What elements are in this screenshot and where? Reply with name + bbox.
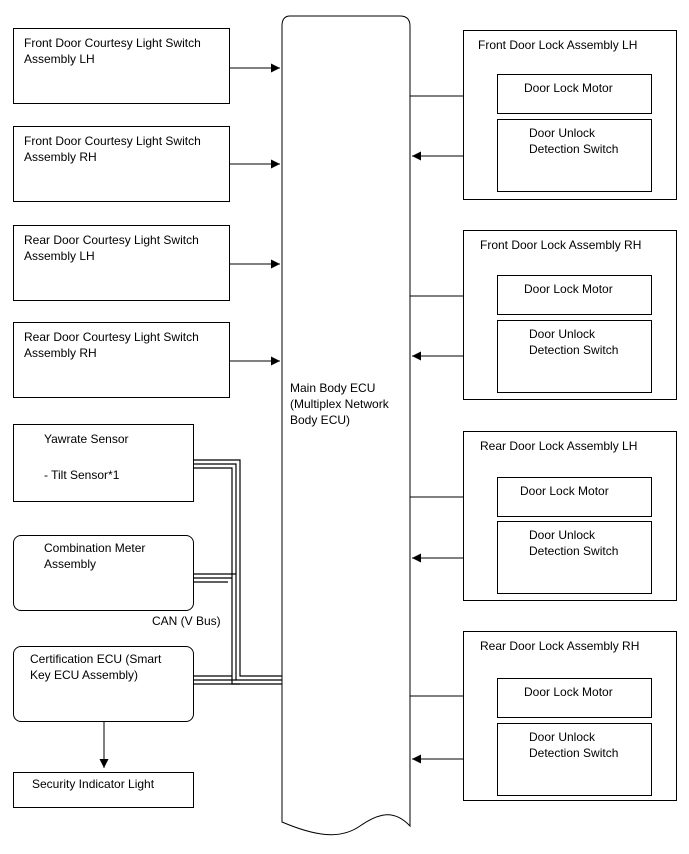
combination-meter-box: Combination Meter Assembly bbox=[13, 535, 194, 611]
rear-door-courtesy-switch-lh-box: Rear Door Courtesy Light Switch Assembly… bbox=[13, 225, 230, 301]
main-ecu-body bbox=[281, 15, 411, 836]
door-lock-motor-label: Door Lock Motor bbox=[520, 484, 609, 498]
door-lock-motor-label: Door Lock Motor bbox=[524, 282, 613, 296]
can-bus-label: CAN (V Bus) bbox=[152, 614, 221, 628]
front-door-courtesy-switch-lh-box: Front Door Courtesy Light Switch Assembl… bbox=[13, 28, 230, 104]
yawrate-sensor-box: Yawrate Sensor - Tilt Sensor*1 bbox=[13, 424, 194, 502]
can-bus bbox=[194, 459, 282, 685]
door-lock-motor-box: Door Lock Motor bbox=[497, 477, 652, 517]
door-unlock-switch-label: Door Unlock Detection Switch bbox=[529, 327, 619, 357]
front-door-courtesy-switch-rh-label: Front Door Courtesy Light Switch Assembl… bbox=[24, 134, 201, 164]
certification-ecu-box: Certification ECU (Smart Key ECU Assembl… bbox=[13, 646, 194, 722]
door-unlock-switch-box: Door Unlock Detection Switch bbox=[497, 320, 652, 393]
door-unlock-switch-box: Door Unlock Detection Switch bbox=[497, 119, 652, 192]
security-indicator-light-label: Security Indicator Light bbox=[32, 777, 155, 791]
certification-ecu-label: Certification ECU (Smart Key ECU Assembl… bbox=[30, 652, 162, 682]
door-unlock-switch-box: Door Unlock Detection Switch bbox=[497, 723, 652, 796]
front-door-courtesy-switch-lh-label: Front Door Courtesy Light Switch Assembl… bbox=[24, 36, 201, 66]
door-lock-motor-box: Door Lock Motor bbox=[497, 678, 652, 718]
door-lock-assembly-title: Rear Door Lock Assembly LH bbox=[480, 439, 638, 453]
door-unlock-switch-label: Door Unlock Detection Switch bbox=[529, 528, 619, 558]
door-lock-assembly-title: Front Door Lock Assembly LH bbox=[478, 38, 638, 52]
door-lock-motor-label: Door Lock Motor bbox=[524, 685, 613, 699]
rear-door-courtesy-switch-rh-box: Rear Door Courtesy Light Switch Assembly… bbox=[13, 322, 230, 398]
security-indicator-light-box: Security Indicator Light bbox=[13, 772, 194, 808]
yawrate-sensor-title: Yawrate Sensor bbox=[44, 432, 129, 446]
main-ecu-label: Main Body ECU (Multiplex Network Body EC… bbox=[290, 381, 389, 427]
combination-meter-label: Combination Meter Assembly bbox=[44, 541, 146, 571]
rear-door-courtesy-switch-lh-label: Rear Door Courtesy Light Switch Assembly… bbox=[24, 233, 199, 263]
door-lock-assembly-title: Rear Door Lock Assembly RH bbox=[480, 639, 640, 653]
rear-door-courtesy-switch-rh-label: Rear Door Courtesy Light Switch Assembly… bbox=[24, 330, 199, 360]
door-lock-motor-box: Door Lock Motor bbox=[497, 275, 652, 315]
door-unlock-switch-label: Door Unlock Detection Switch bbox=[529, 730, 619, 760]
door-lock-motor-box: Door Lock Motor bbox=[497, 74, 652, 114]
front-door-courtesy-switch-rh-box: Front Door Courtesy Light Switch Assembl… bbox=[13, 126, 230, 202]
door-lock-assembly-title: Front Door Lock Assembly RH bbox=[480, 238, 642, 252]
tilt-sensor-label: - Tilt Sensor*1 bbox=[44, 468, 120, 482]
door-unlock-switch-box: Door Unlock Detection Switch bbox=[497, 521, 652, 594]
door-lock-motor-label: Door Lock Motor bbox=[524, 81, 613, 95]
door-unlock-switch-label: Door Unlock Detection Switch bbox=[529, 126, 619, 156]
